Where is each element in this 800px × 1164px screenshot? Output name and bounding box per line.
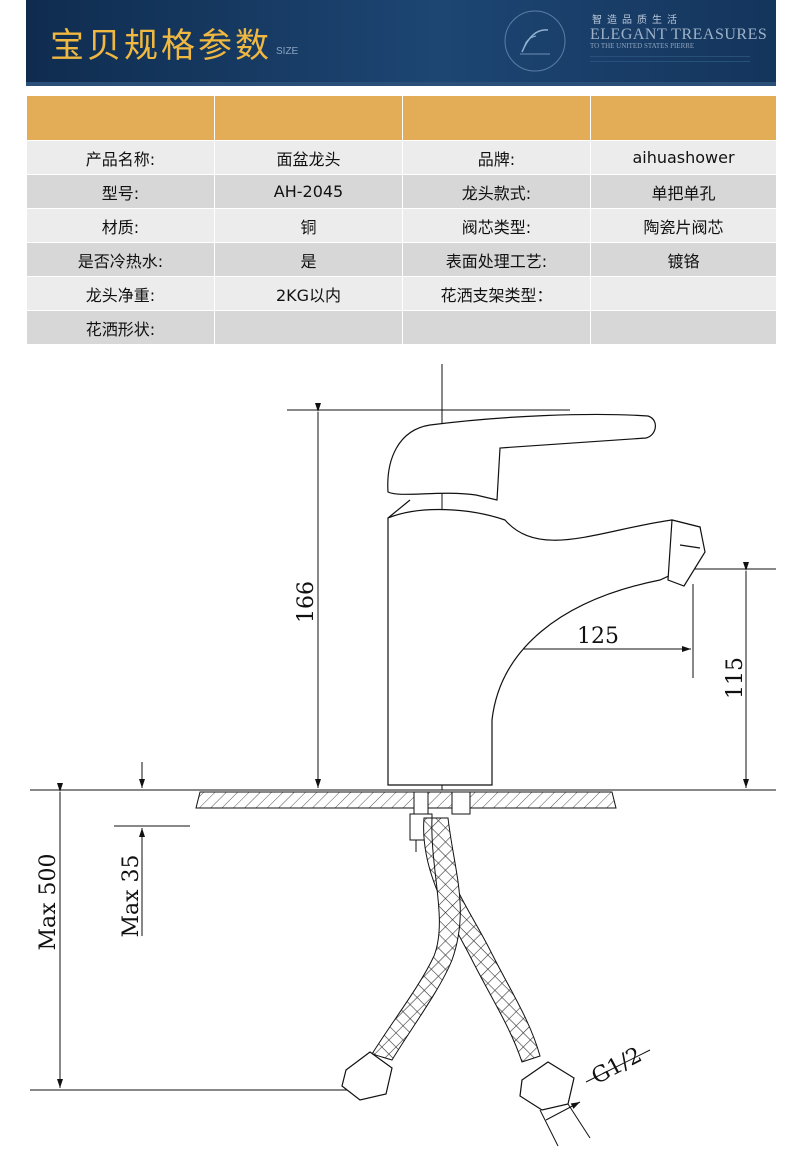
spec-label: 龙头净重:: [26, 276, 215, 311]
faucet-technical-drawing: 166 125 115 Max 500 Max 35 G1/2: [30, 364, 776, 1147]
hose-nut-left: [341, 1051, 393, 1101]
spec-label: 产品名称:: [26, 140, 215, 175]
faucet-body: [387, 413, 706, 786]
page-subtitle: SIZE: [276, 46, 299, 57]
spec-label: 花洒形状:: [26, 310, 215, 345]
spec-label: 龙头款式:: [402, 174, 591, 209]
spec-label: 品牌:: [402, 140, 591, 175]
table-header-row: [26, 95, 777, 141]
thread-label-line: [585, 1049, 651, 1083]
spec-value: AH-2045: [214, 174, 403, 209]
brand-name: ELEGANT TREASURES: [590, 26, 768, 43]
spec-value: [214, 310, 403, 345]
banner-divider: [26, 82, 776, 86]
table-row: 龙头净重: 2KG以内 花洒支架类型：: [26, 276, 777, 311]
spec-label: 花洒支架类型：: [402, 276, 591, 311]
hose-left: [371, 817, 461, 1061]
table-header-cell: [214, 95, 403, 141]
table-header-cell: [590, 95, 777, 141]
spec-label: 型号:: [26, 174, 215, 209]
spec-value: [590, 276, 777, 311]
table-header-cell: [402, 95, 591, 141]
spec-label: 是否冷热水:: [26, 242, 215, 277]
decorative-lines: [590, 52, 750, 62]
spec-value: 面盆龙头: [214, 140, 403, 175]
deck-thickness-dimension-text: Max 35: [119, 854, 144, 937]
spec-label: 表面处理工艺:: [402, 242, 591, 277]
height-dimension-text: 166: [294, 581, 319, 623]
table-row: 产品名称: 面盆龙头 品牌: aihuashower: [26, 140, 777, 175]
brand-subline: TO THE UNITED STATES PIERRE: [590, 42, 695, 50]
spec-value: 单把单孔: [590, 174, 777, 209]
thread-leader-line-1: [539, 1109, 559, 1147]
page-title: 宝贝规格参数: [50, 26, 272, 66]
table-row: 型号: AH-2045 龙头款式: 单把单孔: [26, 174, 777, 209]
spec-value: aihuashower: [590, 140, 777, 175]
header-banner: 宝贝规格参数 SIZE 智造品质生活 ELEGANT TREASURES TO …: [26, 0, 776, 82]
hose-length-dimension-text: Max 500: [36, 853, 61, 950]
spec-value: 铜: [214, 208, 403, 243]
hose-nut-right: [519, 1061, 575, 1111]
spec-label: 材质:: [26, 208, 215, 243]
thread-leader-line-2: [567, 1103, 591, 1139]
spec-value: 镀铬: [590, 242, 777, 277]
thread-arrow: [545, 1101, 581, 1121]
slogan: 智造品质生活: [592, 15, 682, 26]
table-row: 花洒形状:: [26, 310, 777, 345]
spec-value: 陶瓷片阀芯: [590, 208, 777, 243]
spec-value: 是: [214, 242, 403, 277]
table-row: 是否冷热水: 是 表面处理工艺: 镀铬: [26, 242, 777, 277]
spec-label: [402, 310, 591, 345]
spec-label: 阀芯类型:: [402, 208, 591, 243]
table-row: 材质: 铜 阀芯类型: 陶瓷片阀芯: [26, 208, 777, 243]
brand-logo-icon: [504, 10, 566, 72]
spec-value: 2KG以内: [214, 276, 403, 311]
spec-value: [590, 310, 777, 345]
thread-size-text: G1/2: [588, 1043, 647, 1090]
spout-height-dimension-text: 115: [723, 657, 748, 699]
deck-plate: [195, 791, 617, 809]
reach-dimension-text: 125: [577, 624, 619, 649]
table-header-cell: [26, 95, 215, 141]
spec-table: 产品名称: 面盆龙头 品牌: aihuashower 型号: AH-2045 龙…: [26, 95, 777, 345]
